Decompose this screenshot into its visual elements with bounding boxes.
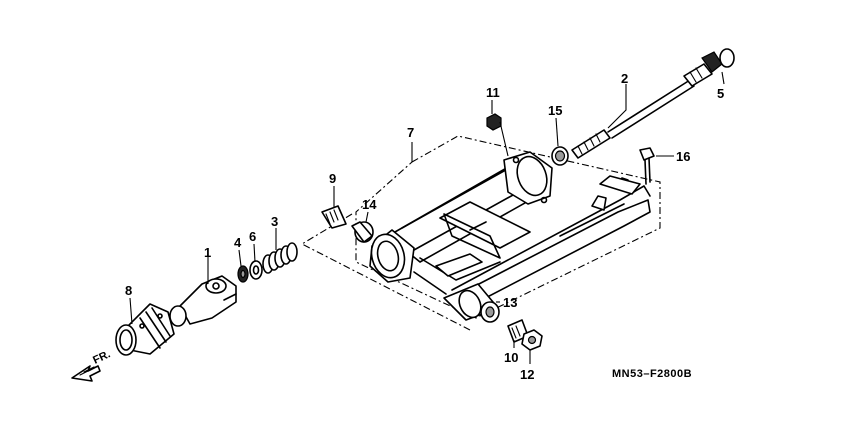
- washer-part-4: [237, 265, 249, 283]
- shaft-part-2: [571, 51, 723, 159]
- washer-part-6: [249, 260, 263, 280]
- joint-part-1: [169, 275, 237, 327]
- callout-12: 12: [520, 367, 534, 382]
- bearing-part-14: [351, 221, 374, 243]
- nut-part-11: [486, 113, 502, 131]
- callout-7: 7: [407, 125, 414, 140]
- callout-11: 11: [486, 85, 500, 100]
- callout-5: 5: [717, 86, 724, 101]
- callout-1: 1: [204, 245, 211, 260]
- boot-part-8: [115, 303, 175, 356]
- drawing-code: MN53–F2800B: [612, 368, 692, 380]
- bolt-part-9: [321, 205, 347, 229]
- callout-16: 16: [676, 149, 690, 164]
- callout-14: 14: [362, 197, 377, 212]
- callout-4: 4: [234, 235, 242, 250]
- leader-lines: [129, 71, 725, 364]
- front-direction-label: FR.: [91, 348, 112, 366]
- callout-8: 8: [125, 283, 132, 298]
- callout-10: 10: [504, 350, 518, 365]
- front-direction-arrow: FR.: [71, 348, 112, 382]
- o-ring-part-5: [719, 48, 735, 68]
- spring-part-3: [262, 242, 298, 274]
- callout-9: 9: [329, 171, 336, 186]
- callout-6: 6: [249, 229, 256, 244]
- callout-3: 3: [271, 214, 278, 229]
- callout-2: 2: [621, 71, 628, 86]
- swing-arm-part: [369, 151, 651, 321]
- nut-part-12: [521, 329, 543, 351]
- bolt-part-16: [639, 147, 655, 185]
- callout-15: 15: [548, 103, 562, 118]
- callout-13: 13: [503, 295, 517, 310]
- bearing-part-13: [480, 301, 500, 323]
- callout-numbers: 1 2 3 4 5 6 7 8 9 10 11 12 13 14 15 16: [125, 71, 724, 382]
- bushing-part-15: [551, 146, 569, 166]
